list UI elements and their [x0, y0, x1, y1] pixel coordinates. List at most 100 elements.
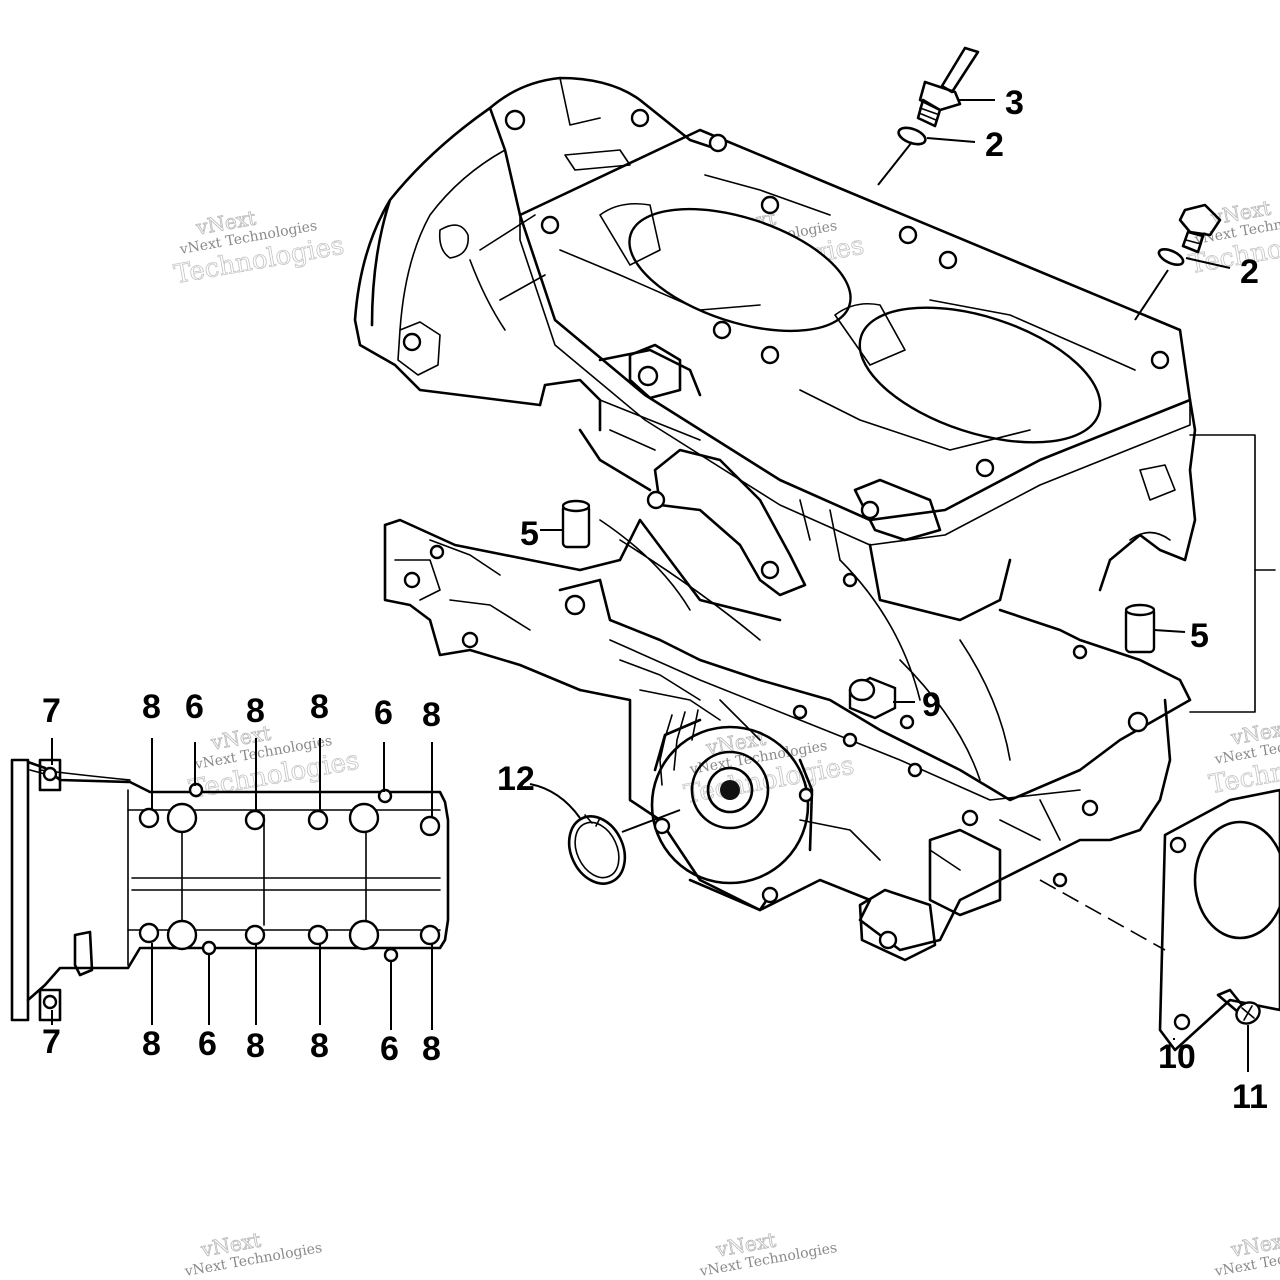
part-5-dowel-pin-left — [561, 499, 591, 549]
callout-8-bottom-1: 8 — [142, 1025, 161, 1063]
seal-bolt-hole-2 — [761, 886, 779, 904]
part-3-hose-fitting — [916, 46, 980, 128]
watermark-9: vNext vNext Technologies — [1213, 1227, 1280, 1280]
housing-bolt-hole-2 — [630, 108, 650, 128]
seal-bolt-hole-3 — [798, 787, 814, 803]
callout-labels: 3 2 2 5 5 9 12 10 11 7 8 6 8 8 6 8 7 8 6… — [42, 84, 1268, 1116]
right-bracket-hole — [860, 500, 880, 520]
lower-flange-hole-1 — [429, 544, 445, 560]
front-hole-3 — [792, 704, 808, 720]
part-9-bushing — [848, 676, 897, 720]
callout-6-top-1: 6 — [185, 688, 204, 726]
deck-hole-9 — [975, 458, 995, 478]
housing-bolt-hole-3 — [402, 332, 422, 352]
part-11-screw — [1216, 988, 1261, 1025]
lower-flange-hole-2 — [403, 571, 421, 589]
foot-hole-1 — [878, 930, 898, 950]
front-rib-lines — [619, 659, 761, 741]
housing-lug — [397, 321, 441, 376]
callout-8-bottom-2: 8 — [246, 1027, 265, 1065]
leader-lines — [51, 99, 1249, 1072]
parting-hole-1 — [1072, 644, 1088, 660]
seal-inner-ring — [706, 766, 754, 814]
deck-hole-3 — [760, 195, 780, 215]
deck-hole-7 — [712, 320, 732, 340]
foot-hole-3 — [1081, 799, 1099, 817]
cylinder-bore-left — [628, 207, 852, 333]
watermark-1: vNext vNext Technologies Technologies — [171, 205, 346, 290]
callout-6-top-2: 6 — [374, 694, 393, 732]
callout-5-right: 5 — [1190, 617, 1209, 655]
foot-hole-2 — [961, 809, 979, 827]
watermark-group: vNext vNext Technologies Technologies vN… — [171, 195, 1280, 1280]
mount-foot-right — [928, 828, 1002, 917]
right-bracket — [853, 478, 942, 542]
intake-dash-line — [1039, 879, 1166, 951]
callout-2-right: 2 — [1240, 253, 1259, 291]
watermark-7: vNext vNext Technologies — [183, 1227, 324, 1280]
callout-11: 11 — [1232, 1078, 1268, 1116]
watermark-5: vNext vNext Technologies Technologies — [681, 725, 856, 810]
bracket-hole-1 — [646, 490, 666, 510]
callout-2-top: 2 — [985, 126, 1004, 164]
callout-8-bottom-3: 8 — [310, 1027, 329, 1065]
callout-6-bottom-2: 6 — [380, 1030, 399, 1068]
connector-bracket — [1189, 434, 1256, 713]
crankshaft-end — [720, 780, 740, 800]
front-hole-1 — [907, 762, 923, 778]
housing-boss — [438, 224, 469, 259]
bore-left-port — [599, 202, 661, 266]
lower-flange-hole-3 — [461, 631, 479, 649]
cylinder-bore-right — [858, 306, 1102, 444]
dowel-hole-left — [564, 594, 586, 616]
deck-hole-1 — [540, 215, 560, 235]
deck-hole-8 — [760, 345, 780, 365]
housing-bolt-hole — [504, 109, 526, 131]
watermark-4: vNext vNext Technologies Technologies — [186, 720, 361, 805]
dowel-hole-right — [1127, 711, 1149, 733]
watermark-3: vNext vNext Technologies Technologies — [1186, 195, 1280, 280]
parting-hole-3 — [899, 714, 915, 730]
deck-front-edge — [519, 214, 1191, 546]
housing-slot — [564, 149, 631, 171]
lower-front-fins — [799, 799, 1061, 871]
seal-housing-outer — [650, 725, 810, 885]
lower-flange-detail — [394, 539, 531, 631]
bearing-knurl — [659, 709, 699, 786]
callout-12: 12 — [497, 760, 535, 798]
callout-8-top-2: 8 — [246, 692, 265, 730]
callout-8-top-1: 8 — [142, 688, 161, 726]
deck-hole-6 — [1150, 350, 1170, 370]
callout-7-bottom: 7 — [42, 1023, 61, 1061]
cylinder-deck — [518, 128, 1192, 522]
callout-8-top-3: 8 — [310, 688, 329, 726]
housing-rib — [469, 214, 546, 331]
watermark-6: vNext vNext Technologies Technologies — [1206, 715, 1280, 800]
mount-foot-front — [858, 888, 937, 962]
callout-7-top: 7 — [42, 692, 61, 730]
part-2-washer-top — [897, 126, 927, 146]
crankcase-assembly — [353, 76, 1276, 962]
callout-6-bottom-1: 6 — [198, 1025, 217, 1063]
block-fins — [599, 399, 841, 561]
callout-3: 3 — [1005, 84, 1024, 122]
part-10-intake-gasket — [1158, 788, 1280, 1052]
drain-plug — [1178, 203, 1222, 254]
deck-hole-2 — [708, 133, 728, 153]
exhaust-flange — [628, 343, 682, 400]
bore-right-port — [834, 302, 906, 366]
mid-bracket — [653, 448, 807, 597]
right-end-boss — [1129, 464, 1176, 541]
parting-hole-2 — [842, 572, 858, 588]
exhaust-flange-hole — [637, 365, 659, 387]
callout-8-bottom-4: 8 — [422, 1030, 441, 1068]
foot-hole-4 — [1052, 872, 1068, 888]
watermark-8: vNext vNext Technologies — [698, 1227, 839, 1280]
callout-5-left: 5 — [520, 515, 539, 553]
intake-manifold-gasket-detail — [10, 758, 450, 1022]
crankcase-right-end — [1098, 398, 1197, 592]
crank-bearing-arcs — [599, 519, 1011, 781]
bore-right-transfer — [799, 299, 1136, 451]
callout-9: 9 — [922, 686, 941, 724]
